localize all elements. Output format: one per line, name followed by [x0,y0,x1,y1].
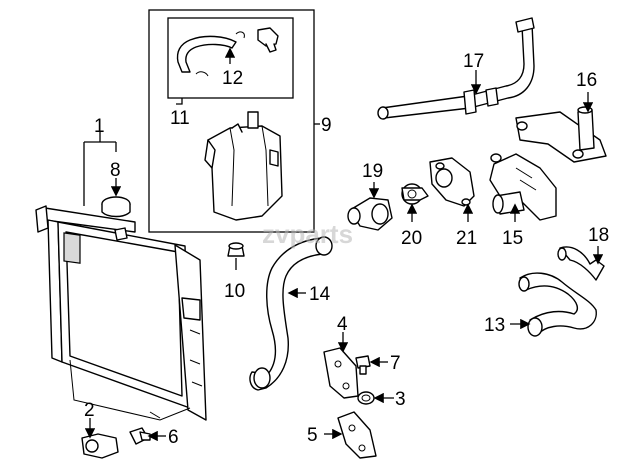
thermostat [401,183,429,205]
callout-21: 21 [456,228,477,249]
callout-9: 9 [321,115,332,136]
small-hose [559,246,605,281]
callout-1: 1 [94,116,105,137]
callout-5: 5 [307,425,318,446]
callouts: 1 2 3 4 5 6 7 8 9 10 11 12 13 14 15 16 1… [84,51,609,448]
callout-20: 20 [401,228,422,249]
clamp [357,391,375,405]
water-inlet-housing [515,106,607,163]
watermark: zvparts [262,219,353,249]
callout-18: 18 [588,225,609,246]
water-inlet [347,197,393,231]
callout-12: 12 [222,68,243,89]
drain-plug [129,427,151,445]
callout-13: 13 [484,315,505,336]
reservoir-hose [176,27,279,77]
callout-2: 2 [84,400,95,421]
drain-cock [81,433,119,459]
callout-8: 8 [110,160,121,181]
hose-subgroup-box [167,17,294,99]
leader-lines [83,47,604,442]
coolant-reservoir [204,111,283,221]
callout-16: 16 [576,70,597,91]
callout-17: 17 [463,51,484,72]
callout-11: 11 [170,108,190,129]
callout-4: 4 [337,314,348,335]
bracket-upper [323,347,359,399]
callout-14: 14 [309,284,331,305]
callout-19: 19 [362,161,383,182]
radiator-cap [101,196,131,218]
bolt [355,355,371,375]
reservoir-cap [227,242,245,257]
bypass-pipe [377,17,535,120]
reservoir-group-box [148,9,315,233]
thermostat-housing [489,153,557,221]
callout-3: 3 [395,389,406,410]
radiator [35,205,207,421]
bracket-lower [337,411,377,459]
lower-radiator-hose [249,237,323,391]
callout-7: 7 [390,353,401,374]
water-outlet [429,157,475,207]
callout-10: 10 [224,281,245,302]
callout-15: 15 [502,228,523,249]
callout-6: 6 [168,427,179,448]
